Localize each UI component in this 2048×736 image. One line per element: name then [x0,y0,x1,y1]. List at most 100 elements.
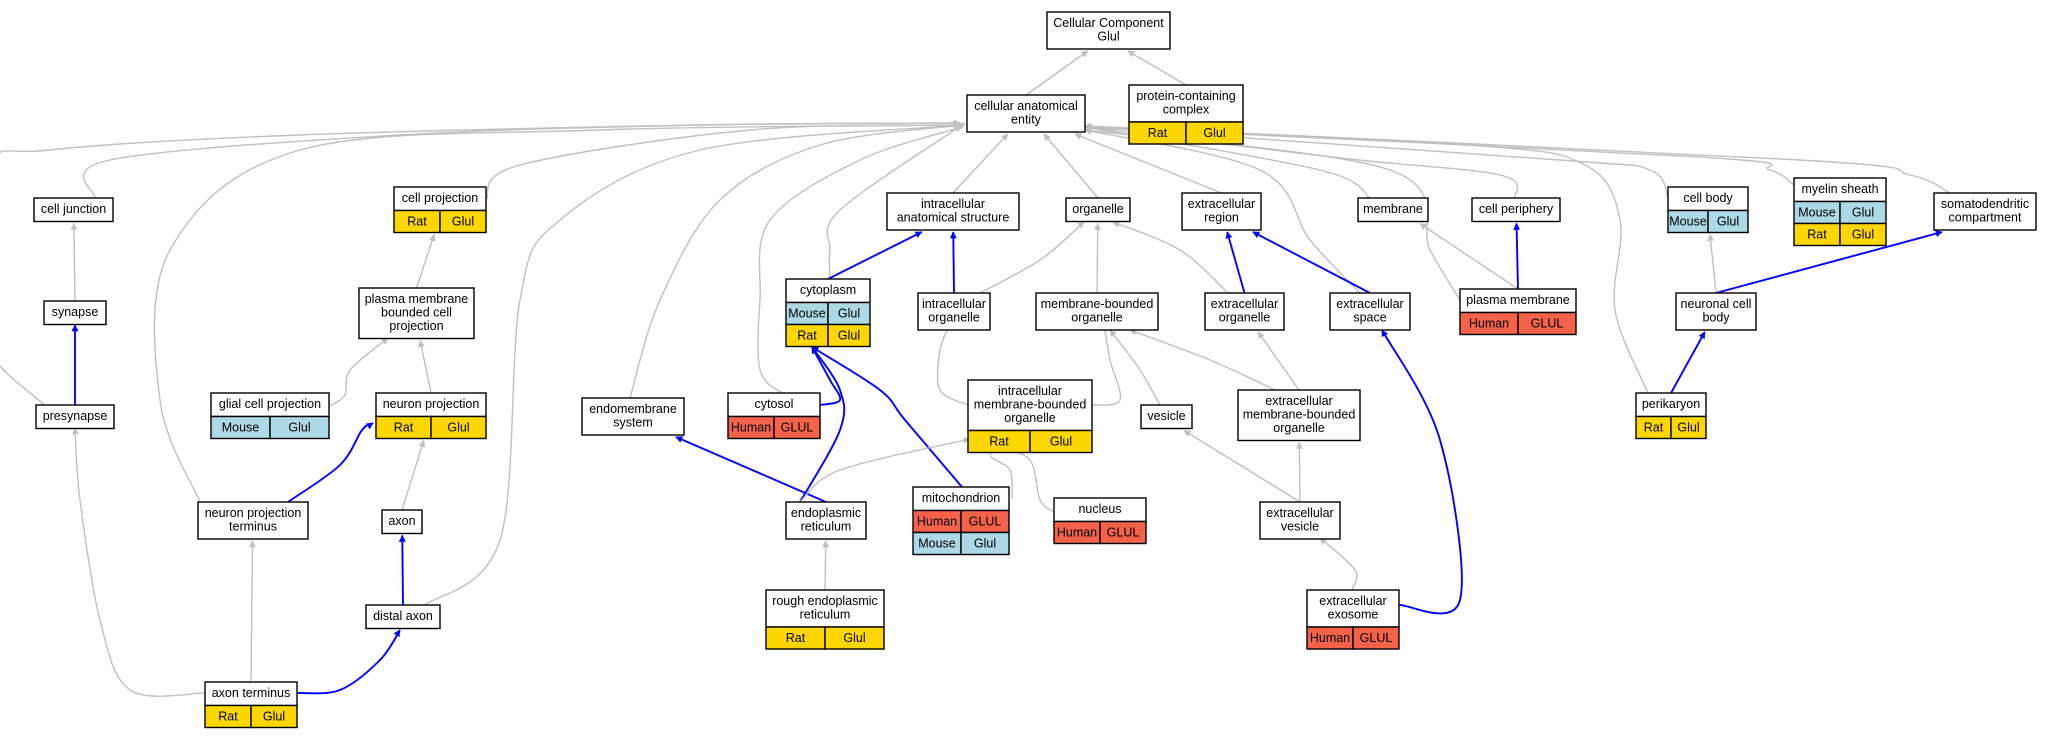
edge-cytosol-to-cyto [811,346,842,406]
term-node-dax[interactable]: distal axon [365,604,441,630]
edge-endo-to-ems [675,436,827,503]
species-label: Rat [407,215,427,229]
edge-embo-to-eo [1257,331,1300,391]
term-node-syn[interactable]: synapse [43,300,107,326]
gene-cell [960,531,1010,556]
term-label-line: vesicle [1281,520,1319,534]
term-label-line: exosome [1328,608,1379,622]
term-label-line: myelin sheath [1801,182,1878,196]
edge-er-to-cae [1074,133,1222,194]
term-label-line: organelle [1219,311,1270,325]
term-node-pre[interactable]: presynapse [35,404,115,430]
term-label-line: protein-containing [1136,89,1235,103]
term-node-org[interactable]: organelle [1065,197,1131,223]
edge-np-to-pmbcp [417,339,432,394]
term-label-line: endomembrane [589,402,677,416]
term-node-mem[interactable]: membrane [1357,197,1429,223]
gene-cell [1670,415,1707,440]
term-node-cj[interactable]: cell junction [33,197,114,223]
term-label-line: intracellular [922,297,986,311]
term-label-line: membrane-bounded [1243,408,1356,422]
species-label: Human [917,515,957,529]
edges-layer [0,50,1951,697]
edge-ms-to-cae [1084,123,1795,186]
gene-label: Glul [1852,206,1874,220]
term-node-axon[interactable]: axon [381,509,423,535]
term-label-line: reticulum [800,608,851,622]
gene-label: Glul [447,421,469,435]
edge-at-to-dax [296,629,401,695]
edge-endo-to-cyto [799,346,846,503]
gene-cell [430,415,487,440]
gene-cell [1839,222,1887,247]
term-label-line: entity [1011,113,1042,127]
species-label: Mouse [918,537,956,551]
species-label: Rat [1148,126,1168,140]
term-node-imbo[interactable]: intracellularmembrane-boundedorganelleRa… [967,379,1093,454]
term-box [581,397,685,436]
term-label-line: cell projection [402,191,478,205]
term-label-line: membrane [1363,202,1423,216]
term-box [917,292,991,331]
term-label-line: synapse [52,305,99,319]
term-label-line: organelle [1273,421,1324,435]
term-label-line: reticulum [801,520,852,534]
term-label-line: vesicle [1147,409,1185,423]
term-box [886,192,1020,231]
edge-pm-to-mem [1419,222,1519,290]
edge-embo-to-mbo [1129,328,1276,391]
edge-gcp-to-pmbcp [329,337,389,407]
species-label: Rat [1644,421,1664,435]
term-box [358,287,475,340]
term-box [1471,197,1561,223]
term-label-line: extracellular [1319,594,1386,608]
term-label-line: anatomical structure [897,211,1010,225]
term-node-cper[interactable]: cell periphery [1471,197,1561,223]
gene-label: Glul [263,710,285,724]
term-label-line: cell junction [41,202,106,216]
edge-pcc-to-cc [1127,50,1187,86]
term-node-ves[interactable]: vesicle [1140,404,1193,430]
gene-cell [439,209,487,234]
term-label-line: compartment [1949,211,2022,225]
term-label-line: system [613,416,653,430]
gene-cell [250,704,298,729]
edge-cyto-to-cae [826,122,966,280]
term-box [966,94,1086,133]
term-label-line: organelle [1072,202,1123,216]
edge-cyto-to-ias [827,231,923,280]
term-label-line: endoplasmic [791,506,861,520]
edge-at-to-pre [71,427,206,697]
